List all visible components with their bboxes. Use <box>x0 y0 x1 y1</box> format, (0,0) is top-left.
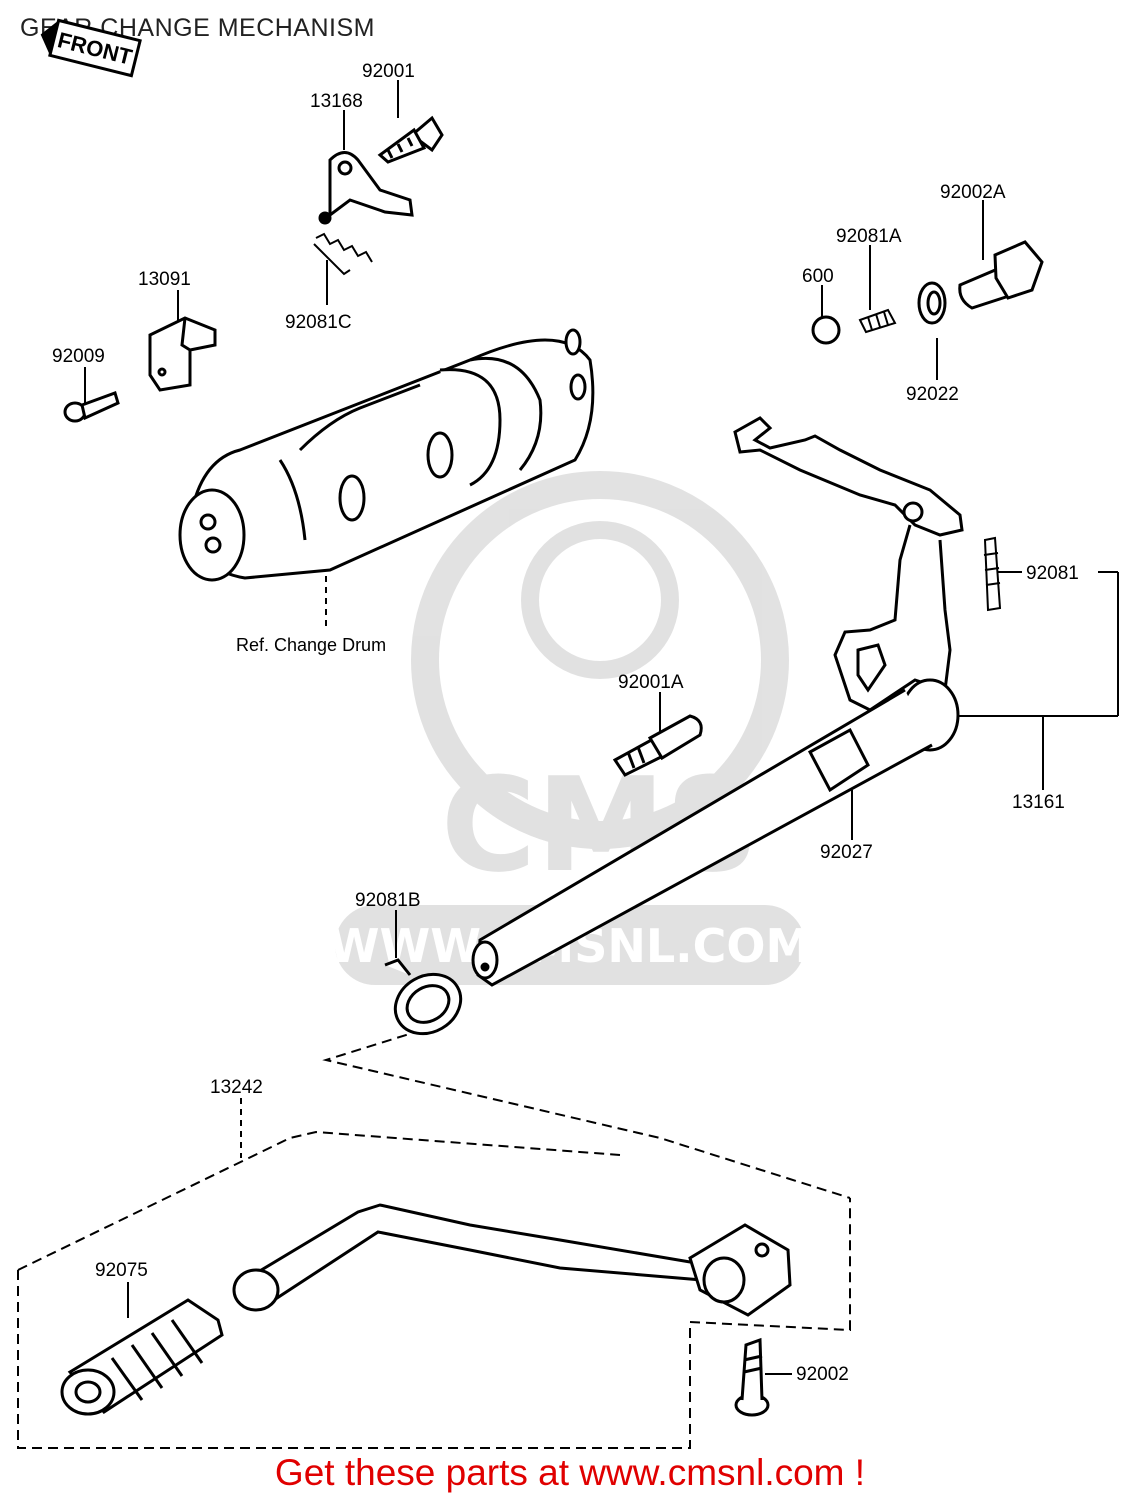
bolt-92001-icon <box>377 115 444 164</box>
label-13091: 13091 <box>138 269 191 290</box>
shift-pedal-13242-icon <box>232 1203 792 1317</box>
label-92002: 92002 <box>796 1364 849 1385</box>
label-600: 600 <box>802 266 834 287</box>
change-drum-icon <box>178 328 595 582</box>
stud-92001A-icon <box>612 714 703 777</box>
label-92027: 92027 <box>820 842 873 863</box>
spring-92081B-icon <box>384 958 463 1036</box>
pedal-rubber-92075-icon <box>60 1298 224 1416</box>
plug-92002A-icon <box>958 240 1044 310</box>
front-arrow-tag: FRONT <box>40 18 142 78</box>
spring-92081C-icon <box>313 232 373 276</box>
label-13161: 13161 <box>1012 792 1065 813</box>
label-92002A: 92002A <box>940 182 1006 203</box>
label-92081C: 92081C <box>285 312 352 333</box>
leader-lines <box>17 80 1119 1449</box>
label-92075: 92075 <box>95 1260 148 1281</box>
washer-92022-icon <box>917 281 947 325</box>
spring-92081A-icon <box>858 308 897 334</box>
stopper-lever-13168-icon <box>318 151 414 225</box>
label-92081A: 92081A <box>836 226 902 247</box>
footer-link[interactable]: Get these parts at www.cmsnl.com ! <box>274 1452 866 1493</box>
label-13242: 13242 <box>210 1077 263 1098</box>
label-92081: 92081 <box>1026 563 1079 584</box>
label-92001A: 92001A <box>618 672 684 693</box>
label-92001: 92001 <box>362 61 415 82</box>
spring-92081-icon <box>983 536 1002 612</box>
bolt-92002-icon <box>734 1337 770 1417</box>
plate-13091-icon <box>148 316 217 392</box>
label-92081B: 92081B <box>355 890 421 911</box>
part-labels: 92001 13168 92081C 13091 92009 92002A 92… <box>52 61 1079 1385</box>
screw-92009-icon <box>63 391 120 423</box>
ball-600-icon <box>811 315 841 345</box>
collar-92027-icon <box>807 727 870 793</box>
label-92009: 92009 <box>52 346 105 367</box>
label-13168: 13168 <box>310 91 363 112</box>
label-92022: 92022 <box>906 384 959 405</box>
ref-change-drum-label: Ref. Change Drum <box>236 635 386 655</box>
